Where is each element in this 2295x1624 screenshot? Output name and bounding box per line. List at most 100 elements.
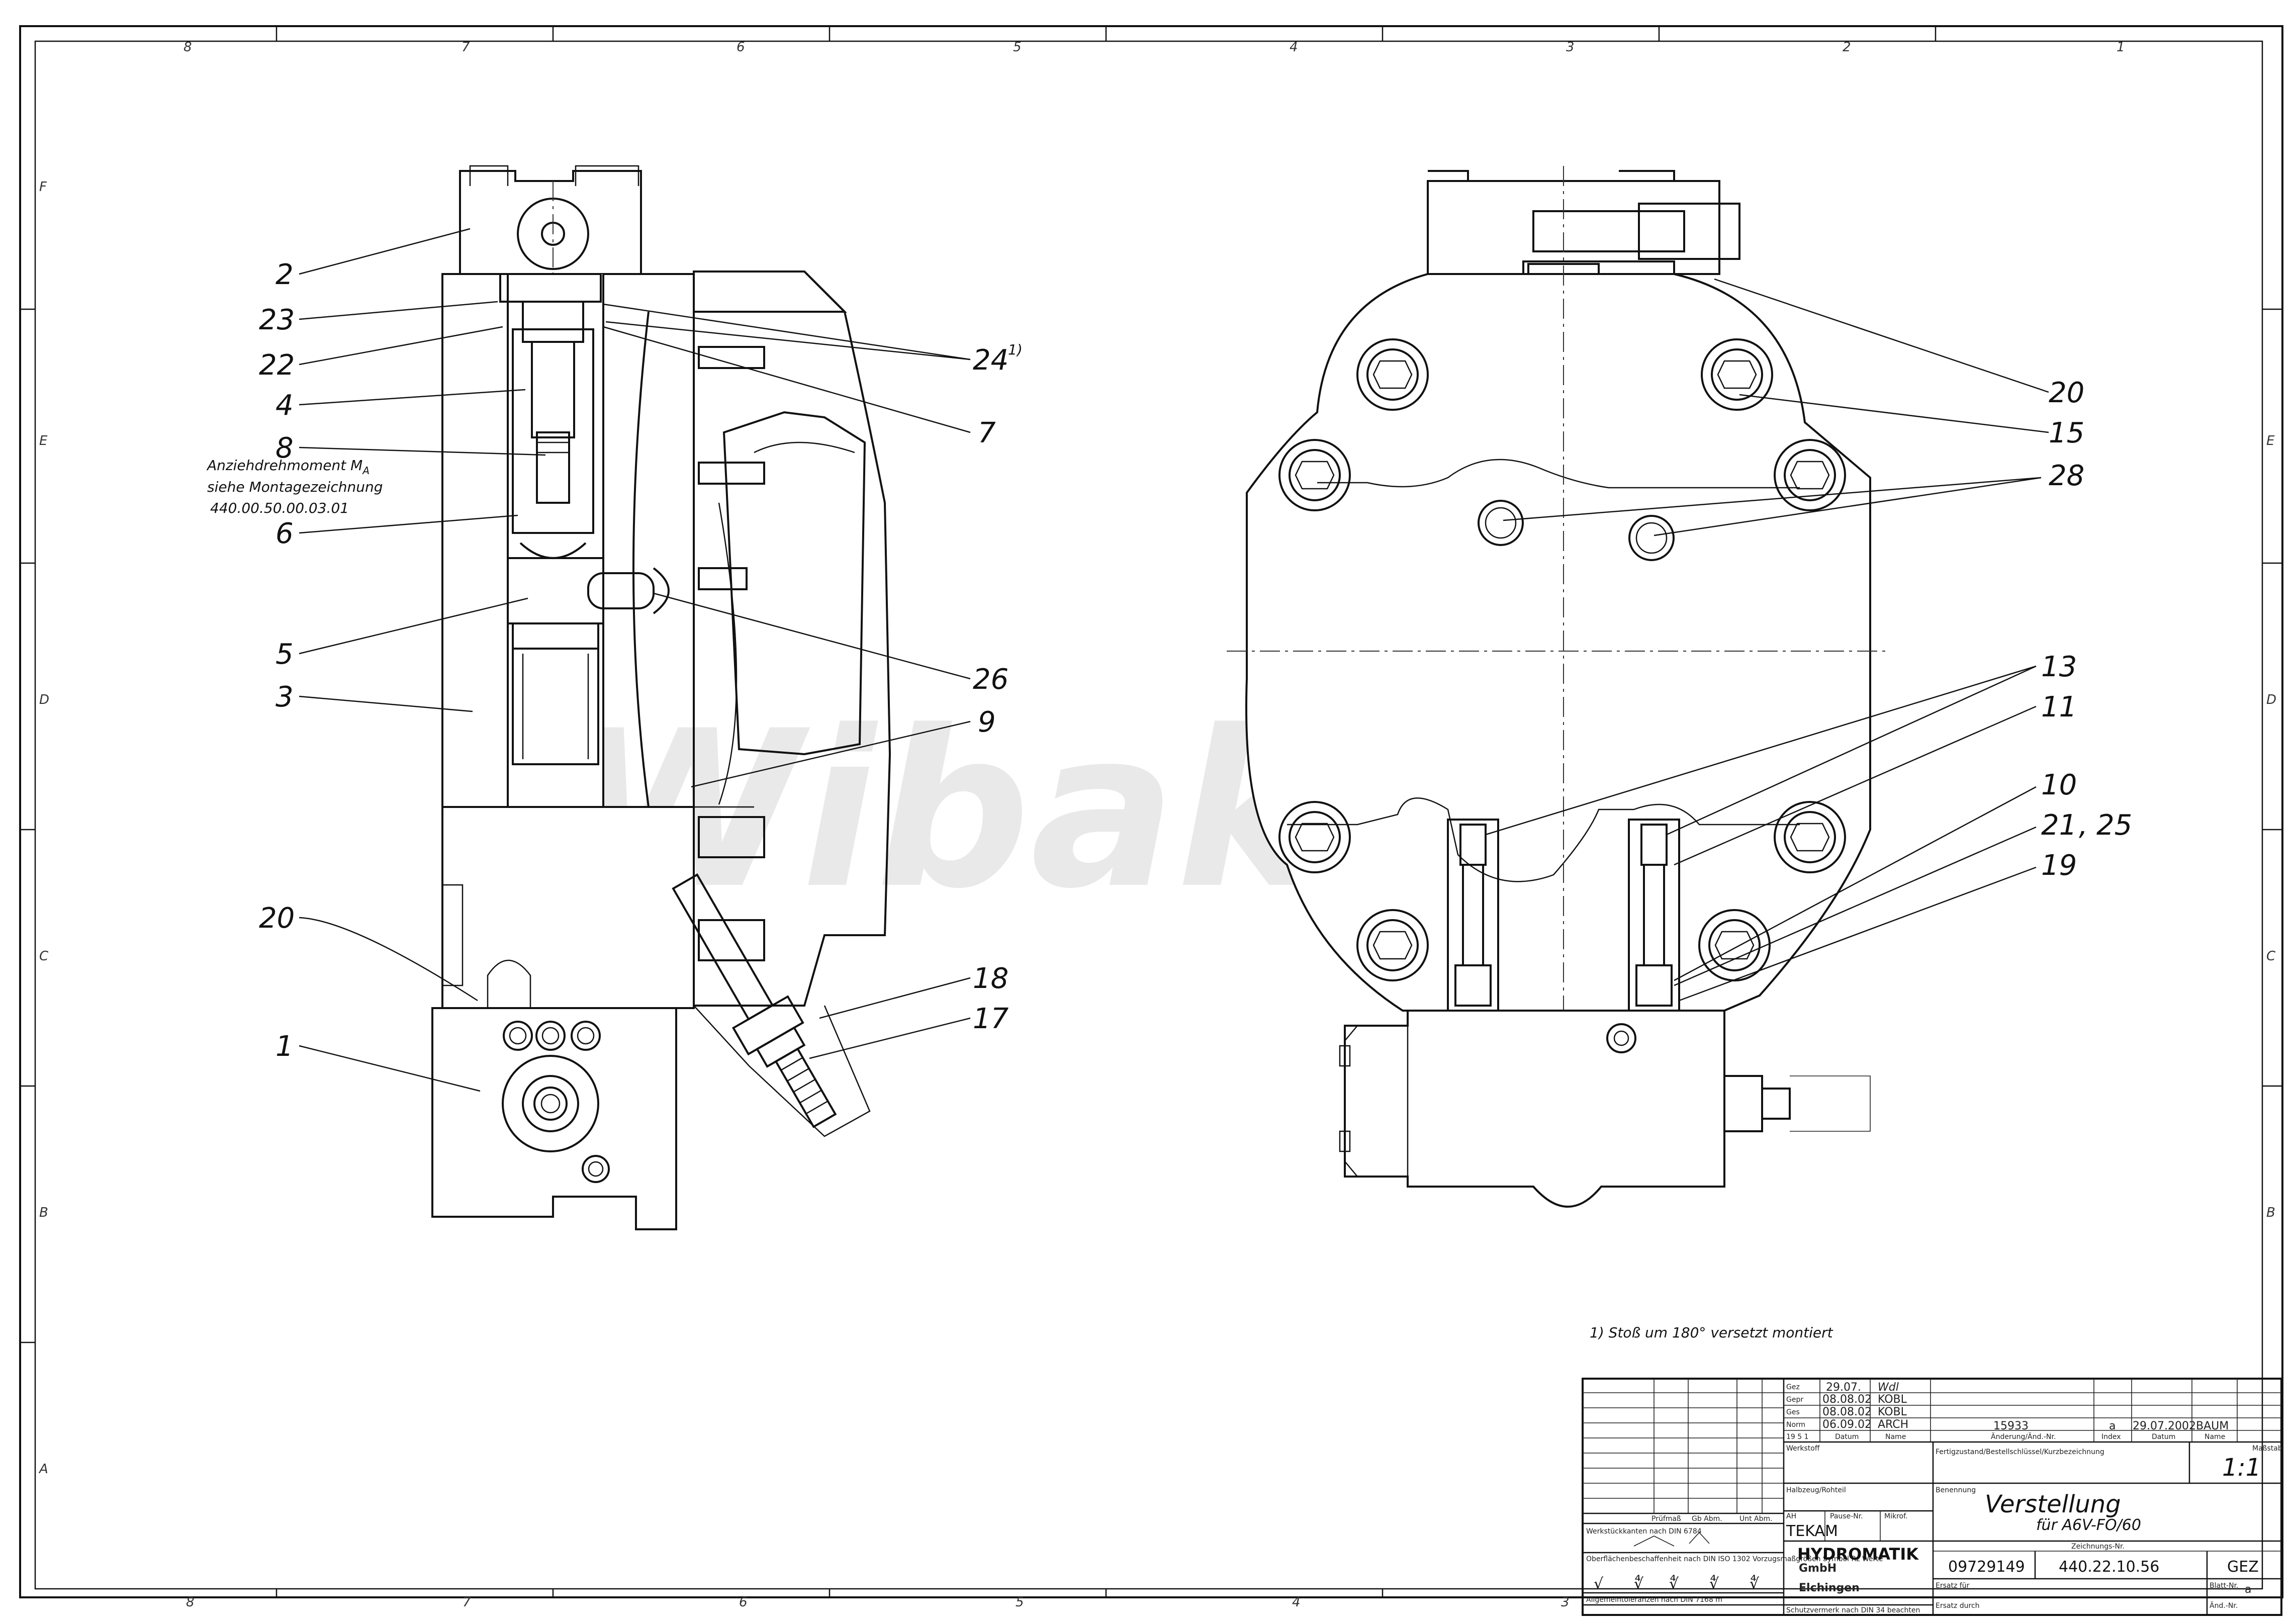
callout-19: 19 <box>2041 849 2077 882</box>
title-block: Prüfmaß Gb Abm. Unt Abm. Werkstückkanten… <box>1582 1378 2282 1616</box>
callout-labels: 2 23 22 4 8 6 5 3 20 1 24 1) 7 26 9 18 1… <box>259 258 2132 1063</box>
tb-mikrof-label: Mikrof. <box>1884 1512 1907 1520</box>
callout-21: 21 <box>2041 809 2077 842</box>
zone-left-B: B <box>39 1205 48 1220</box>
callout-2: 2 <box>276 258 294 291</box>
torque-note-line3: 440.00.50.00.03.01 <box>210 500 349 516</box>
tb-scale: 1:1 <box>2222 1454 2261 1482</box>
tb-ersatz-fuer: Ersatz für <box>1936 1582 1970 1590</box>
tb-sheet-label: Blatt-Nr. <box>2210 1582 2239 1590</box>
torque-note-line2: siehe Montagezeichnung <box>207 479 383 495</box>
tb-pruefmass-label: Prüfmaß <box>1651 1515 1681 1523</box>
tb-row-label-3: Ges <box>1786 1408 1800 1416</box>
tb-masstab-label: Maßstab <box>2252 1445 2282 1453</box>
tb-allgemein-label: Allgemeintoleranzen nach DIN 7168 m <box>1586 1596 1722 1604</box>
tb-change-header-name: Name <box>2205 1433 2225 1441</box>
tb-row-date-header: Datum <box>1835 1433 1859 1441</box>
right-view <box>1227 166 1890 1208</box>
tb-schutz-label: Schutzvermerk nach DIN 34 beachten <box>1786 1606 1920 1614</box>
tb-aend-value: a <box>2245 1583 2251 1596</box>
tb-surface-symbol-3: ∜ <box>1669 1575 1679 1593</box>
tb-row-name-4: ARCH <box>1878 1418 1908 1431</box>
tb-row-label-4: Norm <box>1786 1421 1805 1429</box>
torque-note-line1: Anziehdrehmoment M <box>206 457 362 474</box>
zone-bottom-4: 4 <box>1292 1595 1301 1610</box>
zone-top-4: 4 <box>1290 40 1298 55</box>
callout-comma: , <box>2079 809 2088 842</box>
callout-9: 9 <box>978 706 996 739</box>
tb-oberflaeche-label: Oberflächenbeschaffenheit nach DIN ISO 1… <box>1586 1555 1883 1563</box>
inner-frame <box>34 40 2263 1590</box>
tb-company-city: Elchingen <box>1799 1582 1860 1594</box>
callout-25: 25 <box>2096 809 2132 842</box>
callout-20-left: 20 <box>259 902 295 935</box>
tb-zeichnungs-label: Zeichnungs-Nr. <box>2071 1543 2125 1551</box>
zone-top-3: 3 <box>1566 40 1575 55</box>
zone-top-1: 1 <box>2117 40 2125 55</box>
tb-werkstueck-label: Werkstückkanten nach DIN 6784 <box>1586 1527 1702 1536</box>
zone-left-D: D <box>39 692 49 707</box>
tb-werkstoff-label: Werkstoff <box>1786 1445 1820 1453</box>
tb-change-header-datum: Datum <box>2152 1433 2175 1441</box>
zone-left-F: F <box>39 179 47 195</box>
callout-22: 22 <box>259 349 295 382</box>
tb-surface-symbol-5: ∜ <box>1750 1575 1760 1593</box>
callout-11: 11 <box>2041 691 2077 724</box>
callout-18: 18 <box>973 962 1008 995</box>
tb-order-no: 09729149 <box>1948 1558 2025 1576</box>
tb-subtitle: für A6V-FO/60 <box>2036 1516 2141 1534</box>
tb-row-date-2: 08.08.02 <box>1822 1393 1872 1406</box>
tb-change-header-aenderung: Änderung/Änd.-Nr. <box>1991 1432 2056 1441</box>
tb-row-label-2: Gepr <box>1786 1396 1803 1404</box>
tb-row-name-2: KOBL <box>1878 1393 1907 1406</box>
tb-drawing-no: 440.22.10.56 <box>2059 1558 2159 1576</box>
tb-pause-label: Pause-Nr. <box>1830 1512 1863 1520</box>
callout-24-superscript: 1) <box>1008 341 1023 358</box>
zone-bottom-5: 5 <box>1016 1595 1024 1610</box>
drawing-frame <box>19 25 2283 1598</box>
tb-row-name-1: Wdl <box>1878 1381 1899 1394</box>
zone-bottom-7: 7 <box>463 1595 471 1610</box>
tb-change-name: BAUM <box>2196 1420 2229 1432</box>
tb-ersatz-durch: Ersatz durch <box>1936 1602 1980 1610</box>
zone-right-C: C <box>2266 949 2276 964</box>
tb-surface-symbol-1: √ <box>1594 1575 1604 1593</box>
tb-ah-value: TEKAM <box>1786 1522 1838 1540</box>
callout-1: 1 <box>276 1030 294 1063</box>
zone-ticks <box>20 26 2282 1597</box>
callout-10: 10 <box>2041 769 2077 801</box>
callout-20-right: 20 <box>2049 377 2084 409</box>
tb-surface-symbol-2: ∜ <box>1634 1575 1644 1593</box>
tb-row-date-4: 06.09.02 <box>1822 1418 1872 1431</box>
tb-benennung-label: Benennung <box>1936 1486 1976 1494</box>
zone-top-6: 6 <box>737 40 745 55</box>
torque-note: Anziehdrehmoment MA siehe Montagezeichnu… <box>206 457 383 516</box>
tb-change-no: 15933 <box>1993 1420 2029 1432</box>
tb-change-date: 29.07.2002 <box>2133 1420 2196 1432</box>
zone-bottom-8: 8 <box>186 1595 195 1610</box>
tb-row-date-1: 29.07. <box>1826 1381 1861 1394</box>
callout-5: 5 <box>276 638 294 671</box>
flange-bolts <box>1278 338 1846 981</box>
tb-unt-abm-label: Unt Abm. <box>1739 1515 1773 1523</box>
tb-row-label-1: Gez <box>1786 1383 1800 1391</box>
tb-row-name-3: KOBL <box>1878 1406 1907 1418</box>
zone-left-E: E <box>39 433 48 448</box>
tb-ah-label: AH <box>1786 1512 1796 1520</box>
zone-bottom-3: 3 <box>1561 1595 1570 1610</box>
footnote: 1) Stoß um 180° versetzt montiert <box>1590 1324 1833 1341</box>
callout-6: 6 <box>276 517 294 550</box>
tb-row-name-header: Name <box>1885 1433 1906 1441</box>
callout-8: 8 <box>276 432 294 465</box>
leader-lines <box>299 228 2049 1092</box>
tb-company: HYDROMATIK <box>1797 1545 1919 1564</box>
callout-26: 26 <box>973 663 1008 696</box>
tb-surface-symbol-4: ∜ <box>1709 1575 1719 1593</box>
callout-28: 28 <box>2049 460 2084 492</box>
zone-top-2: 2 <box>1843 40 1851 55</box>
callout-3: 3 <box>276 681 294 713</box>
zone-top-5: 5 <box>1013 40 1022 55</box>
tb-aend-label: Änd.-Nr. <box>2210 1601 2238 1610</box>
tb-surface-symbols: √ ∜ ∜ ∜ ∜ <box>1594 1575 1760 1593</box>
tb-title: Verstellung <box>1985 1490 2121 1518</box>
